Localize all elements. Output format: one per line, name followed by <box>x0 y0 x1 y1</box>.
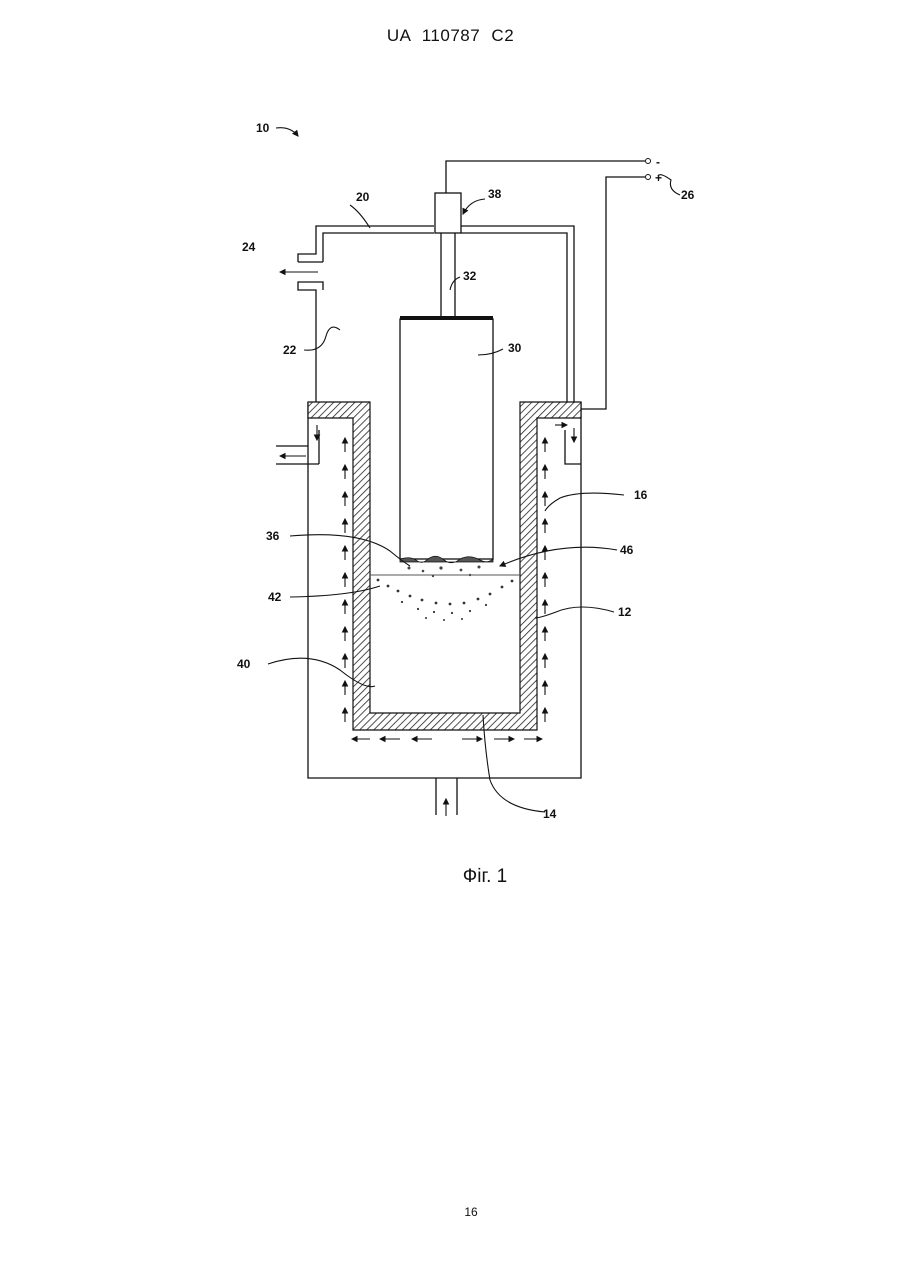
page-number: 16 <box>0 1205 901 1219</box>
electrode-holder <box>435 193 461 233</box>
label-22: 22 <box>283 343 297 357</box>
label-30: 30 <box>508 341 522 355</box>
label-38: 38 <box>488 187 502 201</box>
label-16: 16 <box>634 488 648 502</box>
electrode-rod <box>441 232 455 317</box>
figure-caption: Фіг. 1 <box>0 866 901 888</box>
label-26: 26 <box>681 188 695 202</box>
terminal-plus: + <box>655 171 662 185</box>
label-46: 46 <box>620 543 634 557</box>
molten-pool-spray <box>377 579 514 621</box>
label-24: 24 <box>242 240 256 254</box>
terminal-minus: - <box>656 155 660 169</box>
label-14: 14 <box>543 807 557 821</box>
water-outlet-left <box>276 430 319 464</box>
label-20: 20 <box>356 190 370 204</box>
label-32: 32 <box>463 269 477 283</box>
water-outlet-right <box>565 430 581 464</box>
positive-wire <box>581 177 645 409</box>
label-36: 36 <box>266 529 280 543</box>
label-10: 10 <box>256 121 270 135</box>
label-42: 42 <box>268 590 282 604</box>
chamber-lid-left <box>298 282 323 402</box>
label-12: 12 <box>618 605 632 619</box>
label-40: 40 <box>237 657 251 671</box>
